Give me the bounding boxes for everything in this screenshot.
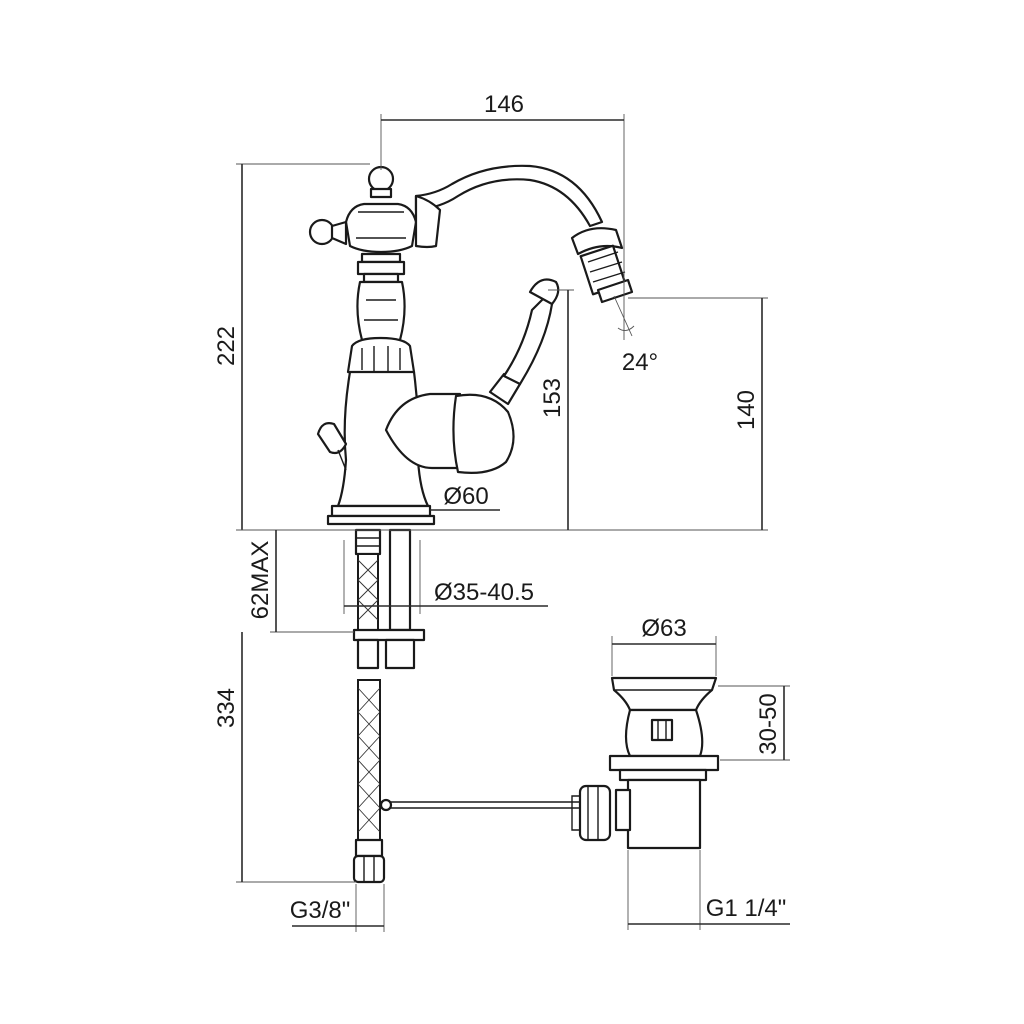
label-spout-angle: 24° [622, 349, 658, 376]
label-width-top: 146 [484, 91, 524, 118]
label-spout-height: 140 [733, 390, 760, 430]
label-hose-thread: G3/8" [290, 897, 351, 924]
label-hose-length: 334 [213, 688, 240, 728]
label-hole-diameter: Ø35-40.5 [434, 579, 534, 606]
dimension-labels: 146 222 153 140 24° Ø60 62MAX Ø35-40.5 3… [213, 91, 786, 924]
dimension-lines [236, 114, 790, 932]
label-height-total: 222 [213, 326, 240, 366]
label-handle-height: 153 [539, 378, 566, 418]
label-waste-height: 30-50 [755, 693, 782, 754]
faucet-body [308, 164, 634, 526]
waste-assembly [379, 676, 720, 850]
label-base-diameter: Ø60 [443, 483, 488, 510]
label-waste-diameter: Ø63 [641, 615, 686, 642]
label-waste-thread: G1 1/4" [706, 895, 787, 922]
label-mount-thickness: 62MAX [247, 541, 274, 620]
mounting-assembly [352, 528, 426, 884]
